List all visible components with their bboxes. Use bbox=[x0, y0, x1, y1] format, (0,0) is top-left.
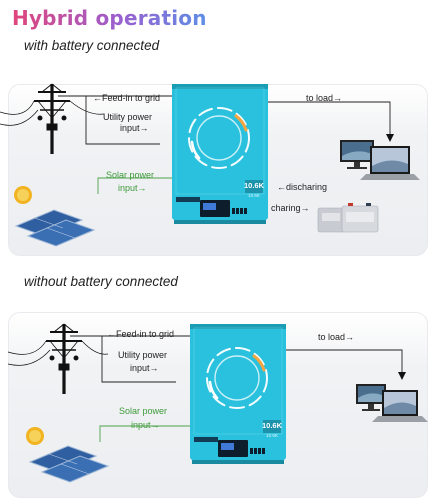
solar-wire bbox=[97, 177, 172, 194]
utility-wire bbox=[58, 95, 172, 145]
label-utility-power: Utility power bbox=[118, 350, 167, 360]
utility-pole-icon bbox=[7, 323, 109, 394]
power-ring-icon bbox=[206, 347, 268, 409]
inverter-badge: 10.6K bbox=[266, 433, 278, 438]
subtitle-without-battery: without battery connected bbox=[24, 274, 178, 289]
inverter-buttons bbox=[250, 448, 265, 454]
sun-icon bbox=[26, 427, 44, 445]
inverter-unit: 10.6K 10.6K bbox=[172, 84, 268, 224]
diagram-with-battery: ←Feed-in to grid Utility power input→ to… bbox=[0, 83, 420, 247]
load-wire bbox=[268, 101, 391, 136]
utility-pole-icon bbox=[0, 83, 105, 154]
load-devices-icon bbox=[340, 140, 420, 180]
label-feed-in-grid: ←Feed-in to grid bbox=[93, 93, 160, 103]
load-wire bbox=[286, 349, 403, 374]
inverter-logo-strip bbox=[194, 437, 218, 442]
solar-panel-icon bbox=[14, 209, 96, 247]
inverter-logo-strip bbox=[176, 197, 200, 202]
inverter-model-label: 10.6K bbox=[262, 421, 283, 430]
inverter-badge: 10.6K bbox=[248, 193, 260, 198]
diagram-without-battery: ←Feed-in to grid Utility power input→ to… bbox=[7, 323, 428, 483]
page-title: Hybrid operation bbox=[12, 6, 207, 30]
solar-panel-icon bbox=[28, 445, 110, 483]
power-ring-icon bbox=[188, 107, 250, 169]
label-solar-power: Solar power bbox=[119, 406, 167, 416]
inverter-buttons bbox=[232, 208, 247, 214]
solar-wire bbox=[99, 425, 190, 442]
label-discharging: ←discharing bbox=[277, 182, 327, 192]
subtitle-with-battery: with battery connected bbox=[24, 38, 160, 53]
label-charging: charing→ bbox=[271, 203, 310, 213]
load-devices-icon bbox=[356, 384, 428, 422]
label-to-load: to load→ bbox=[306, 93, 342, 103]
utility-wire bbox=[70, 335, 190, 383]
load-arrow-icon bbox=[398, 372, 406, 380]
label-utility-input: input→ bbox=[130, 363, 159, 373]
label-utility-power: Utility power bbox=[103, 112, 152, 122]
battery-icon bbox=[317, 203, 379, 233]
inverter-unit: 10.6K 10.6K bbox=[190, 324, 286, 464]
load-arrow-icon bbox=[386, 134, 394, 142]
label-solar-input: input→ bbox=[131, 420, 160, 430]
sun-icon bbox=[14, 186, 32, 204]
label-utility-input: input→ bbox=[120, 123, 149, 133]
label-solar-input: input→ bbox=[118, 183, 147, 193]
label-to-load: to load→ bbox=[318, 332, 354, 342]
label-solar-power: Solar power bbox=[106, 170, 154, 180]
inverter-model-label: 10.6K bbox=[244, 181, 265, 190]
label-feed-in-grid: ←Feed-in to grid bbox=[107, 329, 174, 339]
